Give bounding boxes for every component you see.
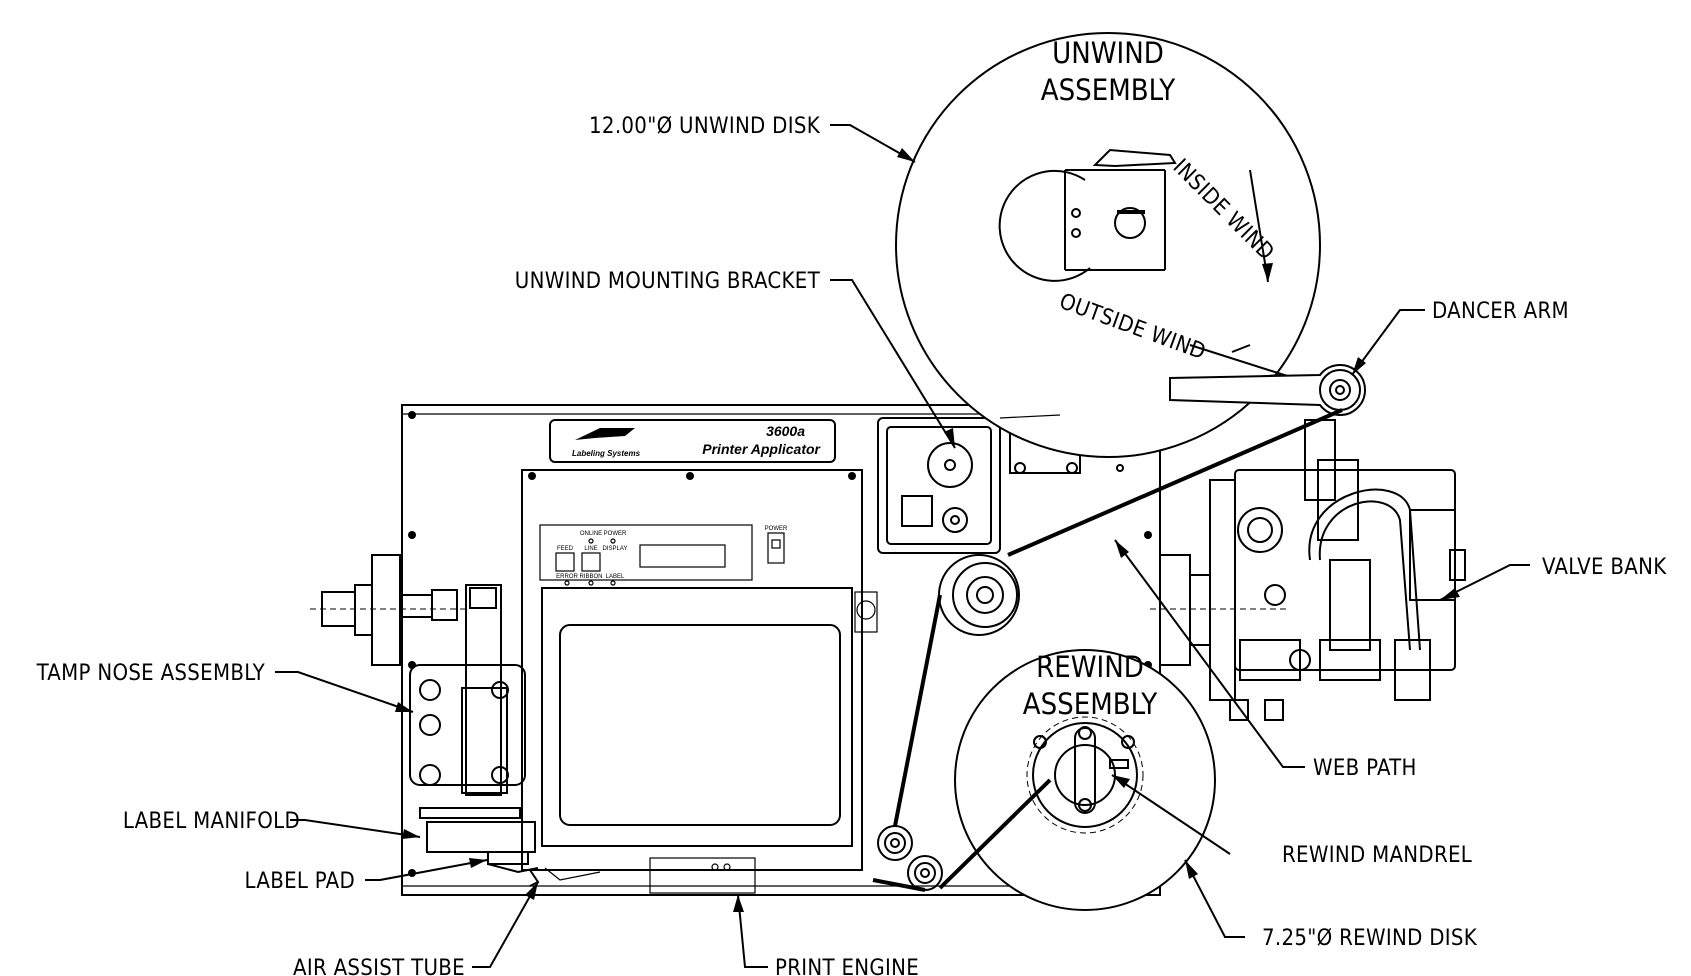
nameplate: Labeling Systems 3600a Printer Applicato… <box>549 419 836 463</box>
ribbon-label: RIBBON <box>579 574 602 580</box>
lower-roller-right <box>907 855 943 891</box>
lcd-display <box>639 544 726 568</box>
rewind-assembly-line2: ASSEMBLY <box>1023 687 1159 721</box>
unwind-bracket-label: UNWIND MOUNTING BRACKET <box>515 269 821 294</box>
label-pad-label: LABEL PAD <box>245 869 355 894</box>
unwind-bracket <box>877 417 1124 554</box>
rewind-mandrel-label: REWIND MANDREL <box>1282 843 1472 868</box>
online-led-label: ONLINE <box>580 531 602 537</box>
unwind-disk-label: 12.00"Ø UNWIND DISK <box>589 114 821 139</box>
upper-idler-roller <box>938 554 1020 636</box>
power-switch-label: POWER <box>765 526 788 532</box>
product-name: Printer Applicator <box>702 441 821 457</box>
print-engine-label: PRINT ENGINE <box>775 956 919 976</box>
locking-lever-icon[interactable] <box>1092 148 1177 168</box>
label-manifold-block <box>426 821 536 853</box>
model-number: 3600a <box>766 423 805 439</box>
label-led-label: LABEL <box>606 574 625 580</box>
callout-leaders <box>275 124 1530 968</box>
lower-roller-left <box>877 825 913 861</box>
web-path <box>872 408 1343 892</box>
dancer-arm <box>1169 364 1366 416</box>
print-engine-housing: ONLINE POWER FEED LINE DISPLAY ERROR RIB… <box>521 469 878 894</box>
unwind-assembly-line1: UNWIND <box>1052 36 1164 70</box>
unwind-assembly-line2: ASSEMBLY <box>1041 73 1177 107</box>
feed-button[interactable] <box>555 552 575 572</box>
dancer-arm-label: DANCER ARM <box>1432 299 1569 324</box>
brand-logo-icon <box>575 428 635 440</box>
brand-subtitle: Labeling Systems <box>572 449 641 458</box>
label-pad-block <box>487 851 529 865</box>
error-label: ERROR <box>556 574 578 580</box>
power-switch[interactable] <box>767 532 785 564</box>
valve-bank-label: VALVE BANK <box>1542 555 1667 580</box>
unwind-disk <box>895 32 1341 458</box>
line-label: LINE <box>584 546 597 552</box>
tamp-nose-label: TAMP NOSE ASSEMBLY <box>36 661 266 686</box>
feed-label: FEED <box>557 546 574 552</box>
rewind-assembly-line1: REWIND <box>1036 650 1144 684</box>
display-label: DISPLAY <box>603 546 628 552</box>
air-assist-label: AIR ASSIST TUBE <box>293 956 465 976</box>
web-path-label: WEB PATH <box>1313 756 1417 781</box>
valve-bank-assembly <box>1150 419 1466 721</box>
rewind-disk-label: 7.25"Ø REWIND DISK <box>1262 926 1478 951</box>
power-led-label: POWER <box>604 531 627 537</box>
tamp-assembly <box>310 554 540 887</box>
line-button[interactable] <box>581 552 601 572</box>
rewind-disk <box>954 649 1216 911</box>
label-manifold-label: LABEL MANIFOLD <box>123 809 300 834</box>
